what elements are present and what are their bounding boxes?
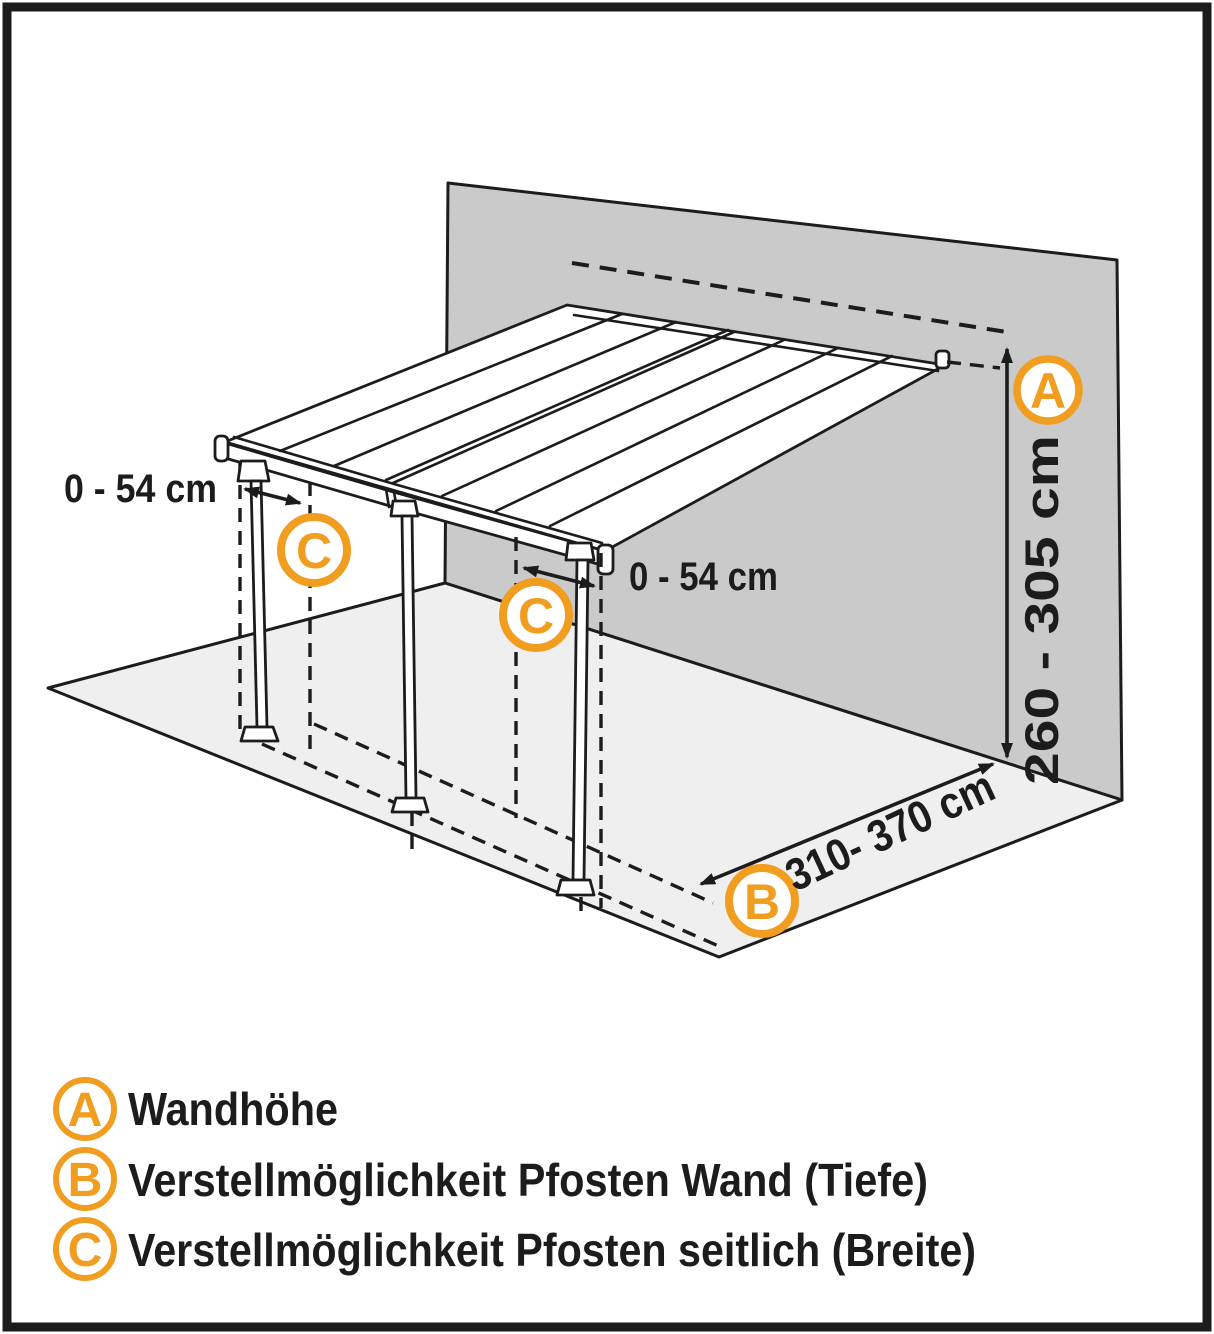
roof-seam-joint bbox=[384, 328, 730, 482]
post-middle bbox=[389, 499, 430, 814]
legend-badge-a bbox=[53, 1077, 117, 1141]
gutter-end-cap-left bbox=[213, 434, 230, 463]
post-right bbox=[555, 541, 596, 897]
badge-b-letter: B bbox=[744, 874, 780, 930]
badge-b bbox=[725, 864, 799, 938]
wall-height-value: 260 - 305 cm bbox=[1015, 435, 1068, 785]
post-side-left-arrow bbox=[243, 486, 302, 506]
badge-c-left bbox=[277, 513, 351, 587]
legend-label-b: Verstellmöglichkeit Pfosten Wand (Tiefe) bbox=[128, 1154, 928, 1206]
roof-seam bbox=[494, 346, 840, 513]
post-range-dashed-line-front bbox=[261, 742, 724, 950]
legend-badge-a-letter: A bbox=[68, 1084, 103, 1137]
roof-corner-dashed-line bbox=[946, 360, 1001, 370]
roof-seam bbox=[278, 312, 624, 453]
post-base-plate bbox=[555, 878, 596, 897]
wall-mount-dashed-line bbox=[571, 261, 1014, 335]
legend-item-c: C Verstellmöglichkeit Pfosten seitlich (… bbox=[53, 1217, 976, 1281]
roof-front-profile-line bbox=[232, 435, 604, 545]
legend-badge-c-letter: C bbox=[68, 1224, 103, 1277]
roof-back-corner-cap bbox=[934, 349, 951, 370]
badge-c-right-letter: C bbox=[518, 588, 554, 644]
post-left bbox=[236, 459, 280, 743]
post-top-bracket bbox=[236, 459, 271, 483]
badge-a bbox=[1013, 355, 1083, 425]
post-side-right-arrow bbox=[522, 565, 596, 589]
post-side-right-value: 0 - 54 cm bbox=[629, 555, 778, 599]
legend: A Wandhöhe B Verstellmöglichkeit Pfosten… bbox=[53, 1077, 976, 1281]
legend-item-a: A Wandhöhe bbox=[53, 1077, 338, 1141]
post-top-bracket bbox=[389, 499, 420, 518]
legend-badge-b-letter: B bbox=[68, 1154, 103, 1207]
roof-seam bbox=[440, 338, 786, 498]
roof-seam-joint bbox=[391, 330, 736, 485]
roof-seam bbox=[332, 320, 678, 468]
post-shaft bbox=[571, 558, 590, 882]
legend-badge-c bbox=[53, 1217, 117, 1281]
badge-c-right bbox=[499, 578, 573, 652]
post-range-dashed-line-back bbox=[313, 722, 714, 905]
legend-badge-b bbox=[53, 1147, 117, 1211]
roof-wall-profile-line bbox=[572, 313, 940, 373]
post-base-plate bbox=[239, 725, 280, 743]
post-side-left-value: 0 - 54 cm bbox=[64, 467, 217, 511]
post-shaft bbox=[400, 514, 418, 800]
legend-label-a: Wandhöhe bbox=[128, 1083, 338, 1135]
legend-label-c: Verstellmöglichkeit Pfosten seitlich (Br… bbox=[128, 1224, 976, 1276]
post-top-bracket bbox=[564, 541, 596, 562]
post-base-plate bbox=[390, 796, 430, 814]
badge-a-letter: A bbox=[1030, 363, 1066, 419]
badge-c-left-letter: C bbox=[296, 523, 332, 579]
roof-seam bbox=[548, 354, 894, 528]
depth-arrow bbox=[699, 762, 995, 886]
gutter-joint bbox=[384, 487, 391, 509]
legend-item-b: B Verstellmöglichkeit Pfosten Wand (Tief… bbox=[53, 1147, 928, 1211]
